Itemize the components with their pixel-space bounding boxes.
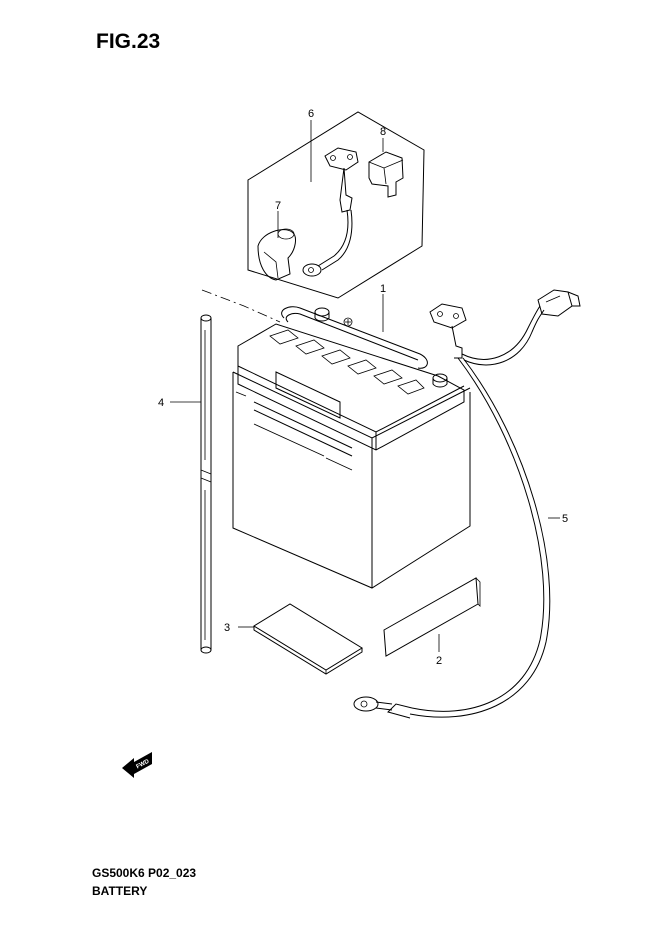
part-1-battery[interactable] xyxy=(232,306,471,589)
callout-4: 4 xyxy=(158,397,164,409)
callout-1: 1 xyxy=(380,283,386,295)
part-8-terminal-cover[interactable] xyxy=(368,151,404,198)
part-4-breather-hose[interactable] xyxy=(200,314,212,654)
leader-lines xyxy=(170,120,560,652)
part-3-instruction-sheet[interactable] xyxy=(253,603,363,675)
hose-guide-line xyxy=(201,289,281,323)
callout-2: 2 xyxy=(436,655,442,667)
callout-7: 7 xyxy=(275,200,281,212)
part-6-battery-cable-short[interactable] xyxy=(302,147,359,277)
inset-panel xyxy=(247,111,425,299)
part-group-name: BATTERY xyxy=(92,884,148,898)
callout-6: 6 xyxy=(308,108,314,120)
figure-title: FIG.23 xyxy=(96,30,161,53)
callout-8: 8 xyxy=(380,126,386,138)
part-7-terminal-boot[interactable] xyxy=(257,228,296,281)
forward-direction-arrow-icon: FWD xyxy=(122,752,152,778)
part-5-battery-cable-long[interactable] xyxy=(353,289,581,719)
model-code: GS500K6 P02_023 xyxy=(92,866,197,880)
callout-3: 3 xyxy=(224,622,230,634)
part-2-label[interactable] xyxy=(383,577,481,657)
callout-5: 5 xyxy=(562,513,568,525)
